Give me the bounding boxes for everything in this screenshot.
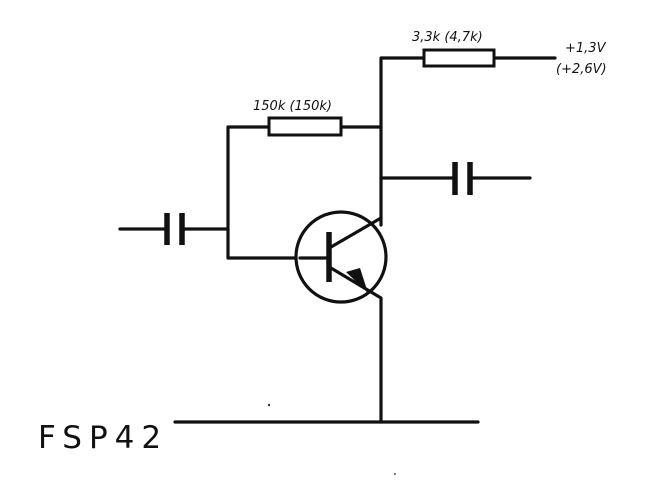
speck — [267, 403, 271, 407]
collector-resistor — [422, 48, 496, 68]
transistor-emitter-lead — [329, 266, 383, 424]
feedback-resistor — [267, 116, 343, 137]
supply-voltage-label: +1,3V — [565, 41, 607, 56]
feedback-resistor-label: 150k (150k) — [253, 99, 332, 114]
transistor-collector-lead — [329, 216, 383, 249]
figure-id-label: FSP42 — [38, 420, 168, 456]
collector-supply-wire — [379, 56, 426, 227]
feedback-wire — [226, 125, 383, 260]
collector-resistor-label: 3,3k (4,7k) — [412, 30, 483, 45]
emitter-arrow — [346, 268, 368, 293]
supply-voltage-alt-label: (+2,6V) — [556, 62, 607, 77]
speck — [394, 473, 396, 475]
